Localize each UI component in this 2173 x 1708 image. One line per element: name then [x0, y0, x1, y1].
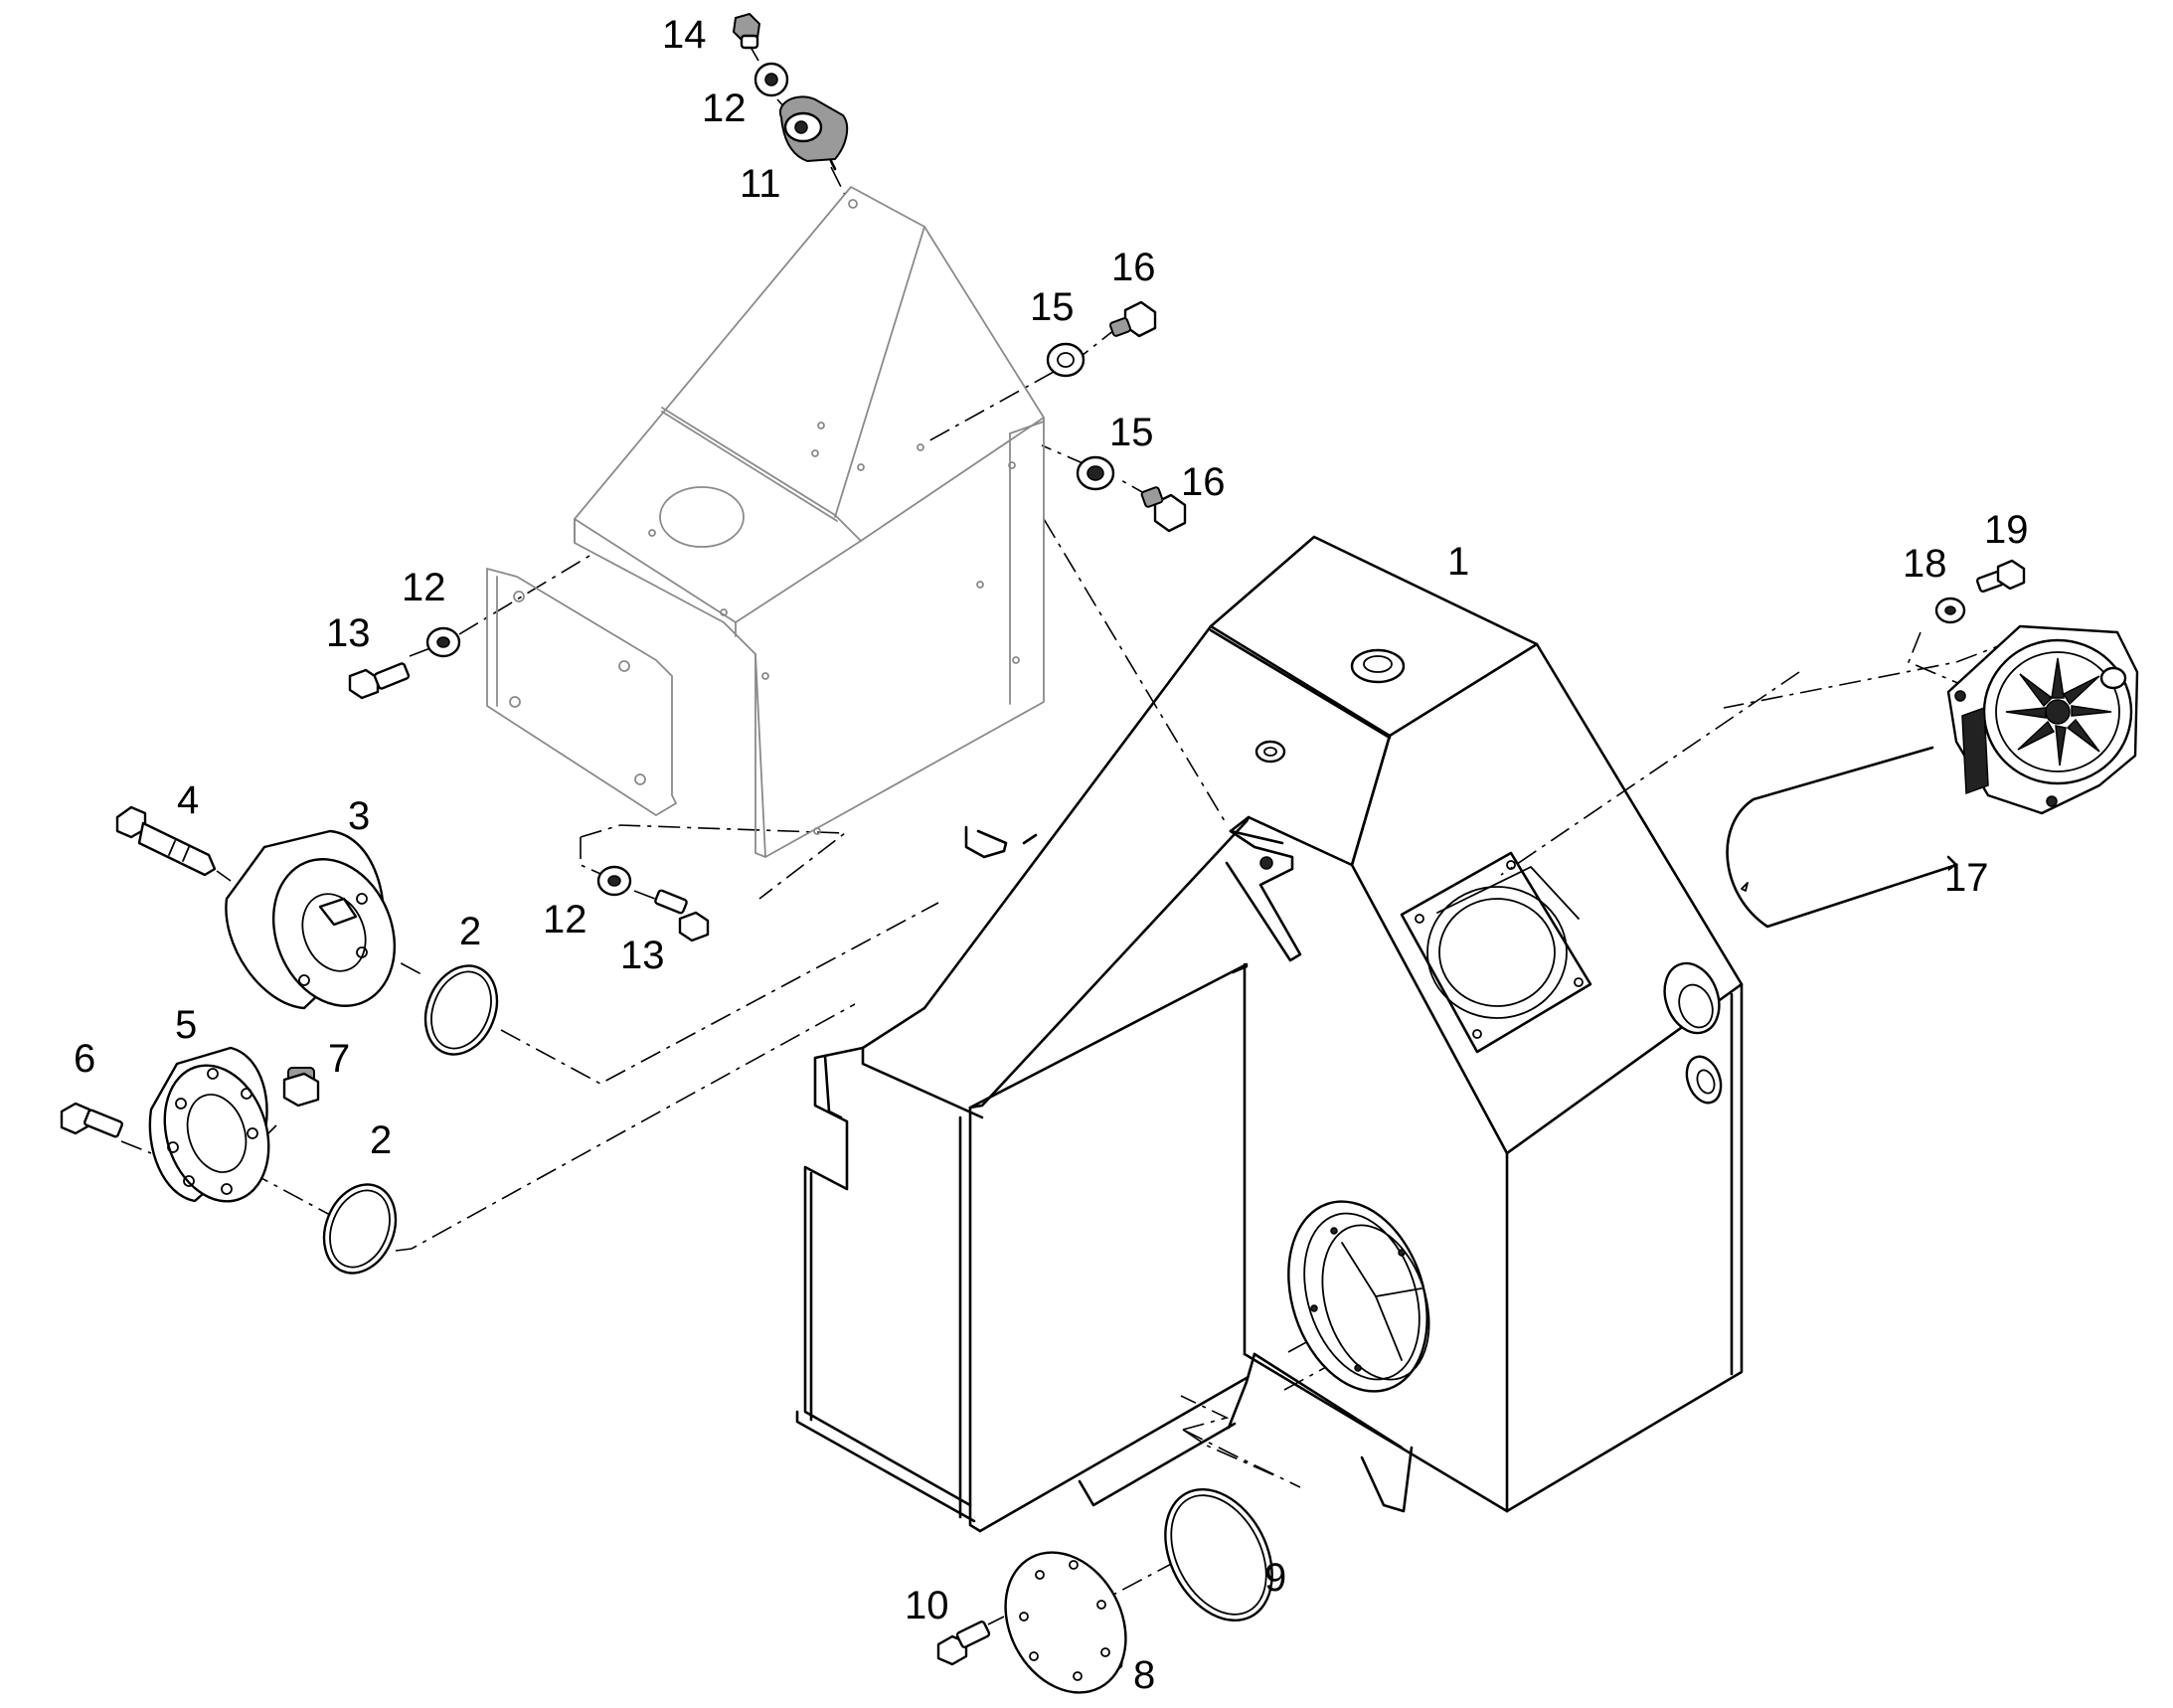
sealing-washer-top	[753, 62, 789, 97]
callout-15-upper: 15	[1030, 285, 1075, 329]
filler-adapter	[778, 95, 849, 171]
cover-plate-8	[1004, 1551, 1127, 1694]
callout-1: 1	[1447, 540, 1469, 584]
callout-9: 9	[1264, 1556, 1286, 1600]
flange-block-3	[225, 829, 397, 1010]
o-ring-2-lower	[322, 1183, 398, 1275]
callout-12-bottom: 12	[543, 898, 587, 941]
callout-17: 17	[1944, 856, 1989, 900]
bolt-16-lower	[1140, 486, 1187, 533]
callout-6: 6	[74, 1037, 95, 1081]
callout-12-top: 12	[702, 86, 747, 130]
callout-18: 18	[1903, 542, 1947, 586]
callout-19: 19	[1984, 508, 2029, 552]
callout-labels: 1 2 2 3 4 5 6 7 8 9 10 11 12 12 12 13 13…	[74, 13, 2029, 1697]
callout-15-lower: 15	[1109, 411, 1154, 454]
callout-7: 7	[328, 1037, 350, 1081]
callout-13-left: 13	[326, 611, 371, 655]
hopper-cover	[486, 186, 1045, 858]
return-filter	[1726, 624, 2139, 929]
washer-15-lower	[1076, 455, 1115, 491]
callout-14: 14	[662, 13, 707, 57]
bolt-19	[1975, 559, 2026, 594]
washer-18	[1934, 597, 1966, 624]
o-ring-9	[1164, 1488, 1273, 1622]
callout-11: 11	[740, 162, 781, 206]
o-ring-2-upper	[423, 964, 499, 1056]
callout-16-lower: 16	[1181, 460, 1226, 504]
callout-13-bottom: 13	[620, 934, 665, 977]
plug-7	[282, 1067, 320, 1108]
washer-15-upper	[1046, 342, 1086, 378]
socket-bolt-4	[115, 805, 217, 877]
callout-2-upper: 2	[459, 910, 481, 953]
flange-5	[148, 1046, 270, 1203]
callout-12-left: 12	[402, 566, 446, 609]
callout-16-upper: 16	[1111, 246, 1156, 289]
callout-4: 4	[177, 778, 199, 822]
washer-12-left	[425, 626, 461, 658]
washer-12-bottom	[596, 865, 632, 897]
callout-10: 10	[905, 1584, 949, 1627]
callout-3: 3	[348, 794, 370, 838]
breather-cap	[732, 12, 761, 50]
callout-8: 8	[1133, 1653, 1155, 1697]
callout-5: 5	[175, 1003, 197, 1047]
bolt-13-bottom	[654, 889, 710, 942]
callout-2-lower: 2	[370, 1118, 392, 1162]
hydraulic-tank	[795, 535, 1744, 1533]
bolt-10	[936, 1621, 991, 1666]
bolt-16-upper	[1108, 300, 1157, 338]
filter-head-ribs	[2005, 657, 2112, 767]
bolt-13-left	[348, 662, 411, 700]
bolt-6	[60, 1102, 123, 1138]
